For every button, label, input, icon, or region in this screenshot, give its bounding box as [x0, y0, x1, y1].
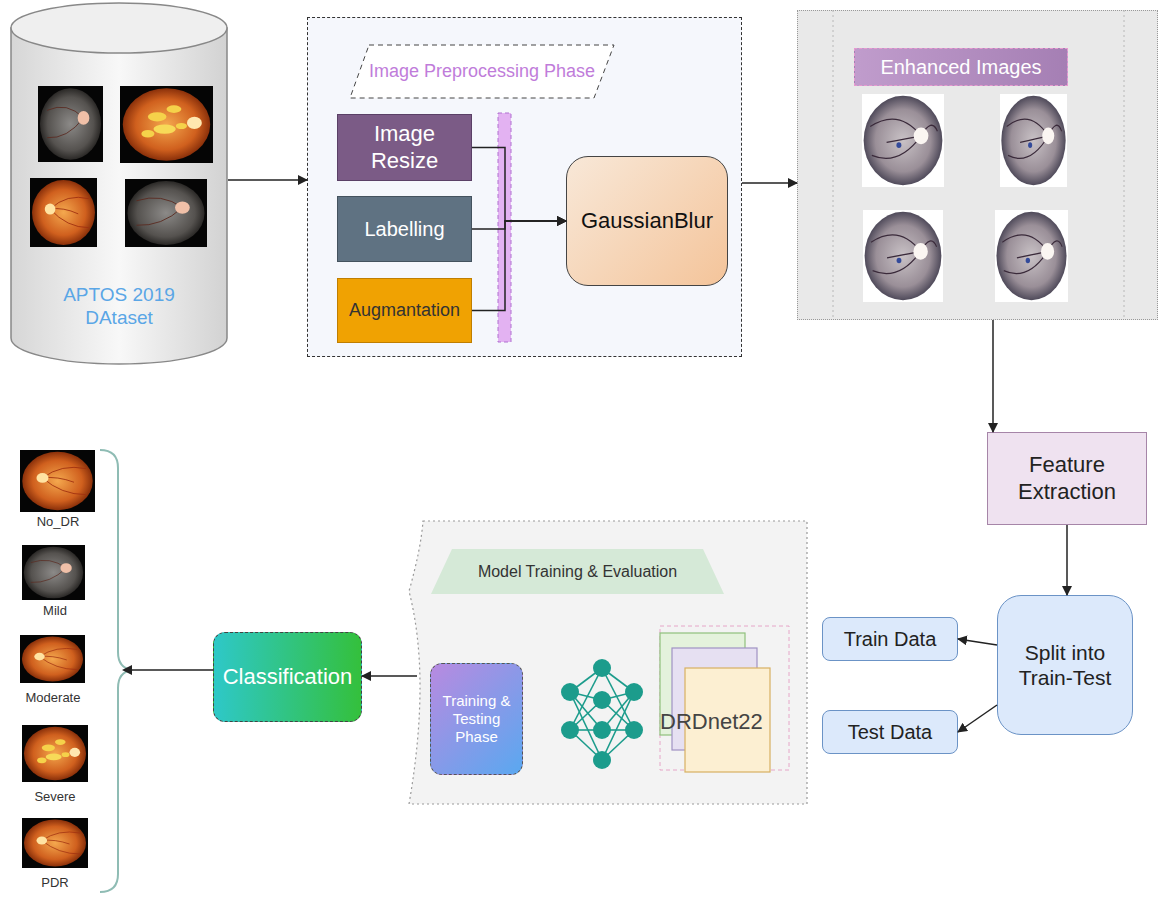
fundus-images — [30, 86, 213, 247]
model-panel: Model Training & EvaluationTraining & Te… — [405, 520, 808, 805]
arrow-connector — [992, 320, 994, 432]
box-label: Augmantation — [349, 300, 460, 322]
box-label: Training & Testing Phase — [434, 692, 519, 746]
process-box: Classification — [213, 632, 362, 722]
class-label: PDR — [5, 875, 105, 891]
process-box: Image Resize — [337, 114, 472, 181]
process-box: Augmantation — [337, 278, 472, 343]
box-label: Image Resize — [360, 121, 450, 174]
preprocess-bar — [498, 113, 511, 342]
box-label: Labelling — [364, 217, 444, 241]
dataset-cylinder: APTOS 2019 DAtaset — [10, 2, 228, 364]
model-stack: DRDnet22 — [655, 625, 790, 775]
heading-text: APTOS 2019 DAtaset — [58, 284, 180, 330]
class-label: No_DR — [5, 514, 111, 530]
heading-shape: DRDnet22 — [660, 708, 792, 736]
output-arrow — [122, 665, 213, 675]
arrow-connector — [362, 675, 417, 677]
class-label: Mild — [5, 603, 105, 619]
data-box: Test Data — [822, 710, 958, 754]
class-label: Moderate — [2, 690, 104, 706]
box-label: Classification — [223, 664, 353, 690]
arrow-connector — [472, 221, 566, 311]
heading-text: Enhanced Images — [880, 55, 1041, 79]
arrow-connector — [958, 705, 997, 732]
heading-text: DRDnet22 — [660, 709, 763, 735]
data-box: Train Data — [822, 617, 958, 661]
heading-shape: APTOS 2019 DAtaset — [10, 274, 228, 340]
class-bracket — [100, 450, 132, 892]
phase-box: Training & Testing Phase — [430, 663, 523, 775]
arrow-connector — [472, 221, 566, 229]
box-label: Feature Extraction — [1011, 452, 1123, 505]
arrow-connector — [1066, 525, 1068, 595]
preprocessing-panel: Image Preprocessing PhaseImage ResizeLab… — [307, 17, 742, 357]
box-label: Train Data — [844, 627, 937, 651]
heading-text: Image Preprocessing Phase — [369, 61, 595, 83]
box-label: Test Data — [848, 720, 932, 744]
arrow-connector — [472, 148, 566, 222]
process-box: Labelling — [337, 196, 472, 262]
enhanced-panel: Enhanced Images — [797, 10, 1158, 320]
box-label: Split into Train-Test — [1009, 640, 1121, 690]
arrow-connector — [958, 639, 997, 645]
class-images — [20, 450, 95, 868]
box-label: GaussianBlur — [581, 208, 713, 234]
drd-outline — [655, 625, 790, 775]
class-label: Severe — [5, 789, 105, 805]
heading-text: Model Training & Evaluation — [478, 562, 677, 581]
process-box: Feature Extraction — [987, 432, 1147, 525]
heading-shape: Enhanced Images — [854, 48, 1068, 86]
heading-shape: Image Preprocessing Phase — [349, 44, 615, 99]
arrow-connector — [742, 182, 797, 184]
process-box: Split into Train-Test — [997, 595, 1133, 735]
arrow-connector — [228, 179, 307, 181]
neural-network-icon — [561, 659, 643, 769]
heading-shape: Model Training & Evaluation — [430, 548, 725, 595]
process-box: GaussianBlur — [566, 156, 728, 286]
enhanced-images — [833, 10, 1124, 320]
